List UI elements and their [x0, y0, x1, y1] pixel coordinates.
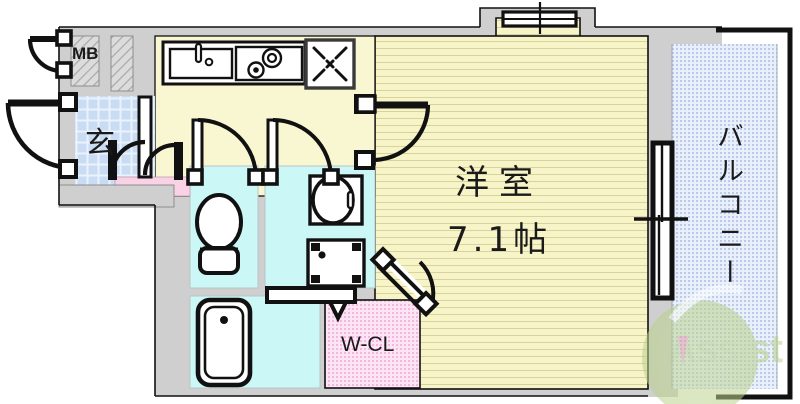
label-western-room-size: 7.1帖 [447, 220, 552, 260]
wall-outlines [58, 7, 722, 397]
label-western-room: 洋室 [455, 163, 543, 203]
opening-bay-window[interactable] [501, 2, 578, 34]
opening-meter-box-door[interactable] [27, 29, 73, 79]
watermark-assist: Assist [642, 284, 784, 404]
fixture-gas-stove [234, 45, 304, 82]
entry-step-ledge [58, 184, 175, 208]
fixture-bathtub [195, 297, 253, 388]
label-entrance: 玄 [85, 126, 115, 161]
room-meter-box [70, 35, 134, 92]
opening-balcony-sliding-door[interactable] [634, 140, 688, 301]
svg-text:Assist: Assist [668, 327, 783, 371]
opening-entry-closet-door[interactable] [108, 95, 183, 180]
label-meter-box: MB [72, 44, 99, 63]
opening-bath-door[interactable] [265, 286, 357, 323]
opening-wcl-door[interactable] [369, 246, 440, 318]
wall-notch [355, 94, 377, 114]
opening-entrance-door[interactable] [5, 92, 78, 179]
label-balcony: バルコニー [712, 122, 743, 292]
fixture-ventilation-unit [304, 38, 356, 90]
opening-washroom-door[interactable] [261, 118, 340, 186]
fixture-toilet-bowl [195, 193, 243, 275]
label-walk-in-closet: W-CL [341, 333, 395, 356]
fixture-washing-machine [306, 238, 366, 288]
